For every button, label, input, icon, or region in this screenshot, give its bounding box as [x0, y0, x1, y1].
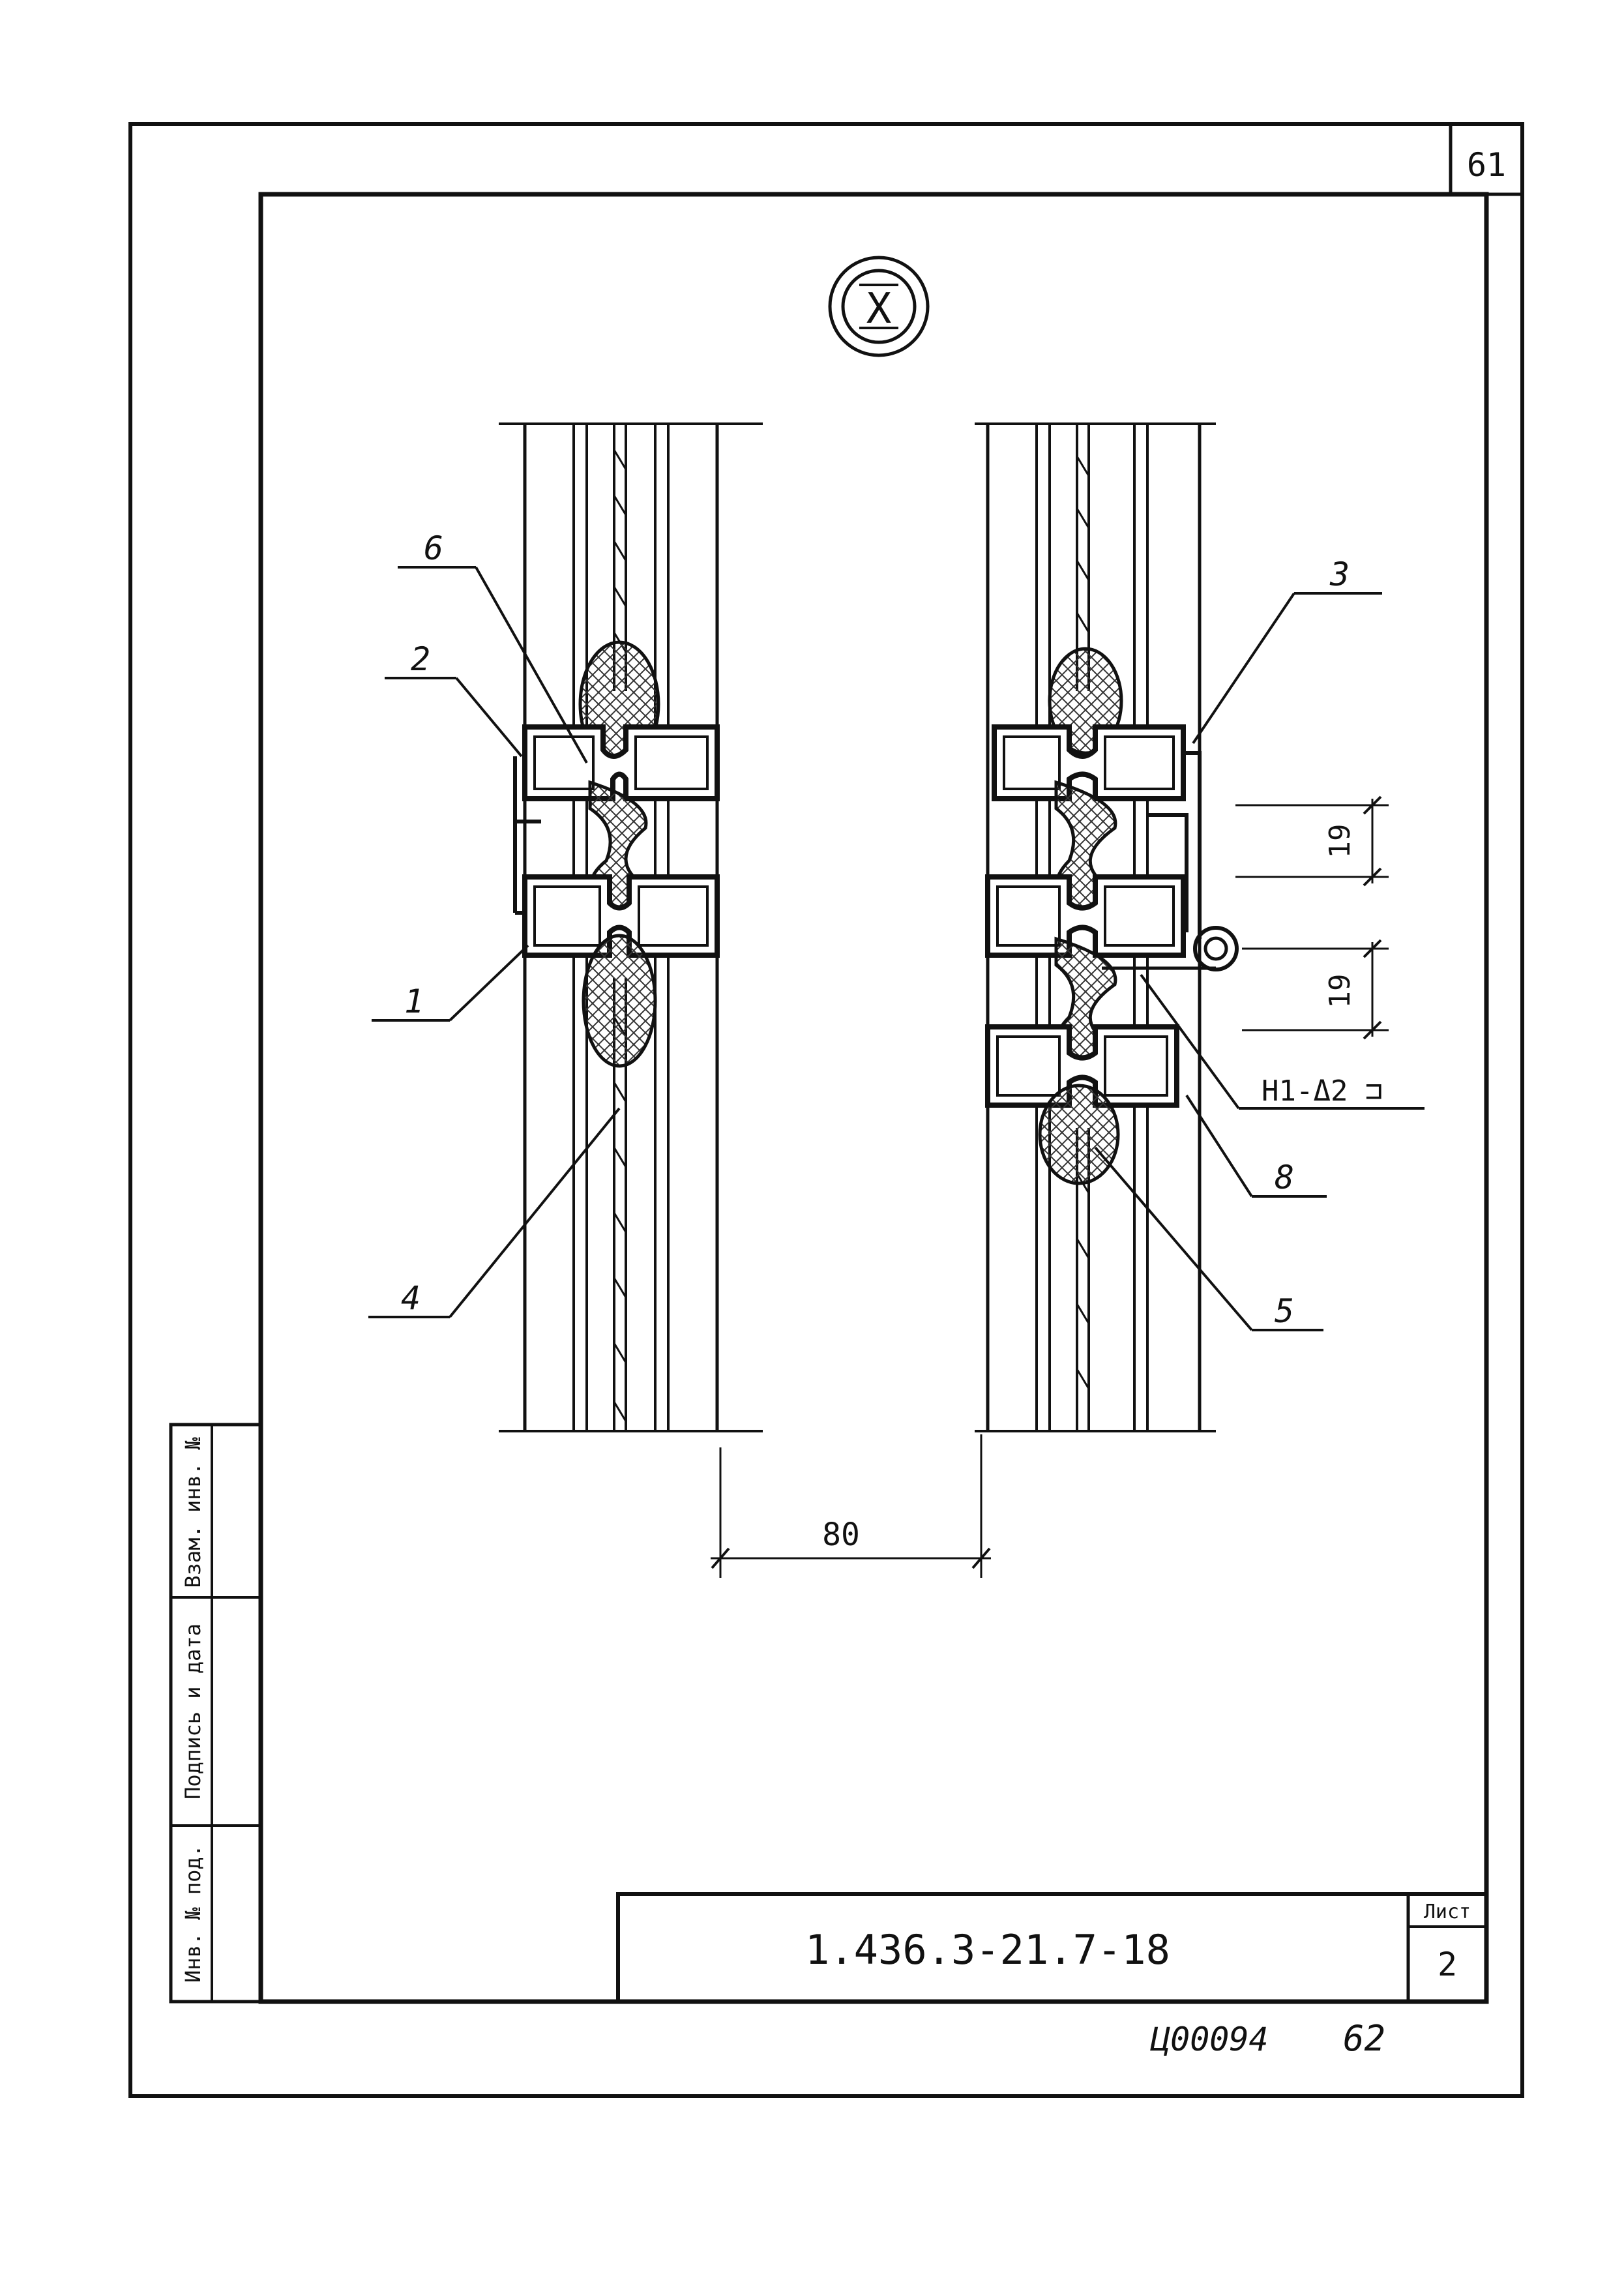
- callout-5: 5: [1275, 1292, 1294, 1330]
- dimension-80-label: 80: [822, 1517, 860, 1553]
- left-frame-section: [499, 422, 763, 1432]
- side-stamp-inv-no: Инв. № под.: [181, 1844, 205, 1983]
- callout-1: 1: [404, 983, 424, 1020]
- dimension-80: [711, 1434, 991, 1578]
- svg-text:X: X: [866, 285, 892, 333]
- view-marker: X: [828, 256, 930, 357]
- dimension-19-lower-label: 19: [1323, 974, 1357, 1009]
- callout-8: 8: [1275, 1159, 1294, 1196]
- callout-2: 2: [411, 640, 430, 678]
- right-frame-section: [975, 422, 1239, 1432]
- page-number: 62: [1343, 2018, 1385, 2059]
- weld-note: Н1-Δ2 ⊐: [1262, 1074, 1382, 1108]
- title-block: [616, 1892, 1488, 2004]
- callout-leaders: [368, 566, 1425, 1331]
- designation: 1.436.3-21.7-18: [805, 1926, 1170, 1974]
- side-stamp-signature: Подпись и дата: [181, 1623, 205, 1799]
- dimension-19-upper-label: 19: [1323, 824, 1357, 859]
- sheet-label: Лист: [1424, 1901, 1471, 1923]
- outer-border: [128, 122, 1524, 2098]
- dimension-19-lower: [1242, 939, 1389, 1040]
- sheet-value: 2: [1438, 1946, 1457, 1983]
- sheet-number: 61: [1467, 146, 1506, 184]
- side-stamp-replaced-inv: Взам. инв. №: [181, 1437, 205, 1588]
- callout-4: 4: [401, 1279, 421, 1317]
- callout-6: 6: [424, 529, 443, 567]
- dimension-19-upper: [1235, 795, 1389, 887]
- side-stamp: [169, 1423, 263, 2004]
- callout-3: 3: [1329, 555, 1350, 593]
- archive-code: Ц00094: [1150, 2021, 1269, 2058]
